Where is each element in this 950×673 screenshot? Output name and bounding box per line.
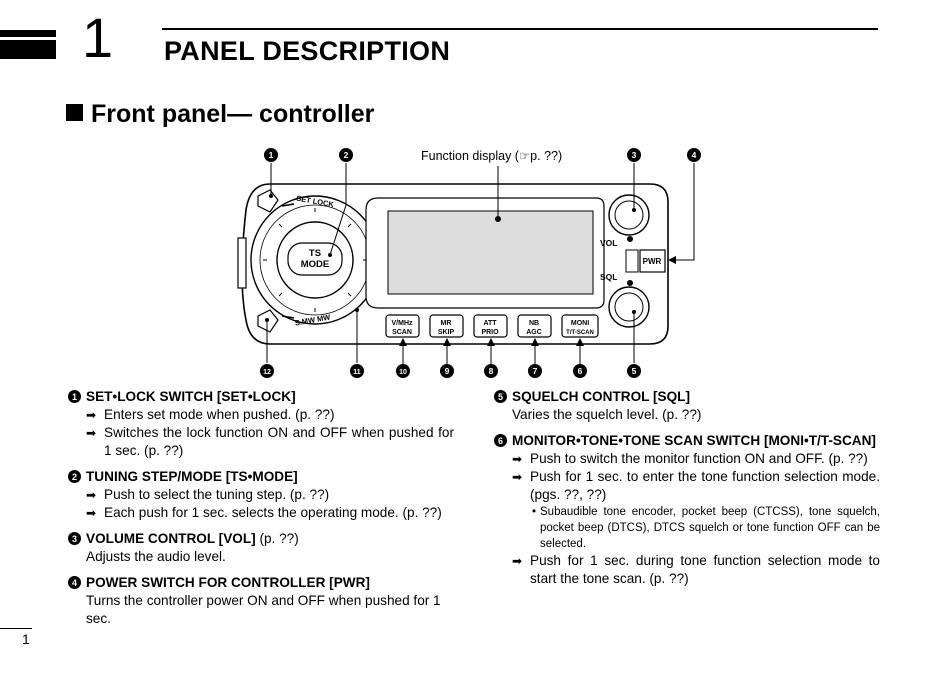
item-title: POWER SWITCH FOR CONTROLLER [PWR] [86,575,370,590]
square-bullet-icon [66,104,83,121]
arrow-bullet-icon: ➡ [512,470,523,484]
ts-label: TS [309,248,321,259]
callout-3: 3 [632,150,637,160]
item-title: MONITOR•TONE•TONE SCAN SWITCH [MONI•T/T-… [512,433,876,448]
footer-rule [0,628,32,629]
sql-label: SQL [600,272,617,282]
bullet-text: Each push for 1 sec. selects the operati… [104,505,442,520]
callout-7: 7 [533,366,538,376]
item-title-suffix: (p. ??) [255,531,299,546]
function-display-label: Function display (☞p. ??) [421,149,562,163]
item-number-badge: 4 [68,576,81,589]
arrow-bullet-icon: ➡ [86,408,97,422]
button-mr-label: MR [441,320,452,327]
item-number-badge: 5 [494,390,507,403]
bullet-text: Push to select the tuning step. (p. ??) [104,487,330,502]
pwr-label: PWR [643,257,662,266]
item-title: SQUELCH CONTROL [SQL] [512,389,690,404]
item-title: SET•LOCK SWITCH [SET•LOCK] [86,389,296,404]
callout-9: 9 [445,366,450,376]
arrow-bullet-icon: ➡ [512,554,523,568]
callout-4: 4 [692,150,697,160]
chapter-number: 1 [82,6,114,69]
arrow-bullet-icon: ➡ [86,506,97,520]
sub-bullet-text: Subaudible tone encoder, pocket beep (CT… [540,506,880,550]
mode-label: MODE [301,259,330,270]
button-skip-label: SKIP [438,329,455,336]
vol-label: VOL [600,238,617,248]
button-vmhz-label: V/MHz [392,320,414,327]
left-column: 1 SET•LOCK SWITCH [SET•LOCK] ➡ Enters set … [68,388,454,636]
item-number-badge: 2 [68,470,81,483]
button-moni-label: MONI [571,320,589,327]
page-number: 1 [22,631,30,647]
item-text: Adjusts the audio level. [86,549,226,564]
chapter-rule [162,28,878,30]
callout-2: 2 [344,150,349,160]
panel-buttons: V/MHz SCAN MR SKIP ATT PRIO NB AGC MONI … [385,314,599,338]
callout-6: 6 [578,366,583,376]
callout-1: 1 [269,150,274,160]
chapter-bar-decoration [0,40,56,59]
item-sql: 5 SQUELCH CONTROL [SQL] Varies the squelc… [494,388,880,424]
item-title: VOLUME CONTROL [VOL] [86,531,256,546]
section-title: Front panel— controller [66,100,374,129]
item-pwr: 4 POWER SWITCH FOR CONTROLLER [PWR] Turns… [68,574,454,628]
bullet-text: Push for 1 sec. to enter the tone functi… [530,469,880,502]
callout-10: 10 [399,369,407,376]
button-nb-label: NB [529,320,539,327]
arrow-bullet-icon: ➡ [86,426,97,440]
item-text: Turns the controller power ON and OFF wh… [86,593,441,626]
item-text: Varies the squelch level. (p. ??) [512,407,702,422]
button-prio-label: PRIO [481,329,499,336]
bullet-text: Enters set mode when pushed. (p. ??) [104,407,335,422]
chapter-title: PANEL DESCRIPTION [164,36,451,66]
callout-12: 12 [263,369,271,376]
bullet-text: Switches the lock function ON and OFF wh… [104,425,454,458]
chapter-bar-decoration [0,30,56,37]
item-moni: 6 MONITOR•TONE•TONE SCAN SWITCH [MONI•T/T… [494,432,880,588]
item-title: TUNING STEP/MODE [TS•MODE] [86,469,298,484]
bullet-text: Push for 1 sec. during tone function sel… [530,553,880,586]
dot-bullet-icon: • [532,506,537,518]
button-agc-label: AGC [526,329,542,336]
bullet-text: Push to switch the monitor function ON a… [530,451,868,466]
callout-11: 11 [353,369,361,376]
item-number-badge: 3 [68,532,81,545]
button-scan-label: SCAN [392,329,412,336]
item-number-badge: 1 [68,390,81,403]
item-ts-mode: 2 TUNING STEP/MODE [TS•MODE] ➡ Push to sel… [68,468,454,522]
item-set-lock: 1 SET•LOCK SWITCH [SET•LOCK] ➡ Enters set … [68,388,454,460]
item-vol: 3 VOLUME CONTROL [VOL] (p. ??) Adjusts th… [68,530,454,566]
arrow-bullet-icon: ➡ [512,452,523,466]
arrow-bullet-icon: ➡ [86,488,97,502]
front-panel-diagram: TS MODE SET LOCK S.MW MW VOL SQL PWR V/M… [237,148,701,378]
item-number-badge: 6 [494,434,507,447]
button-att-label: ATT [483,320,497,327]
callout-8: 8 [489,366,494,376]
button-ttscan-label: T/T-SCAN [566,330,594,336]
callout-5: 5 [632,366,637,376]
right-column: 5 SQUELCH CONTROL [SQL] Varies the squelc… [494,388,880,596]
